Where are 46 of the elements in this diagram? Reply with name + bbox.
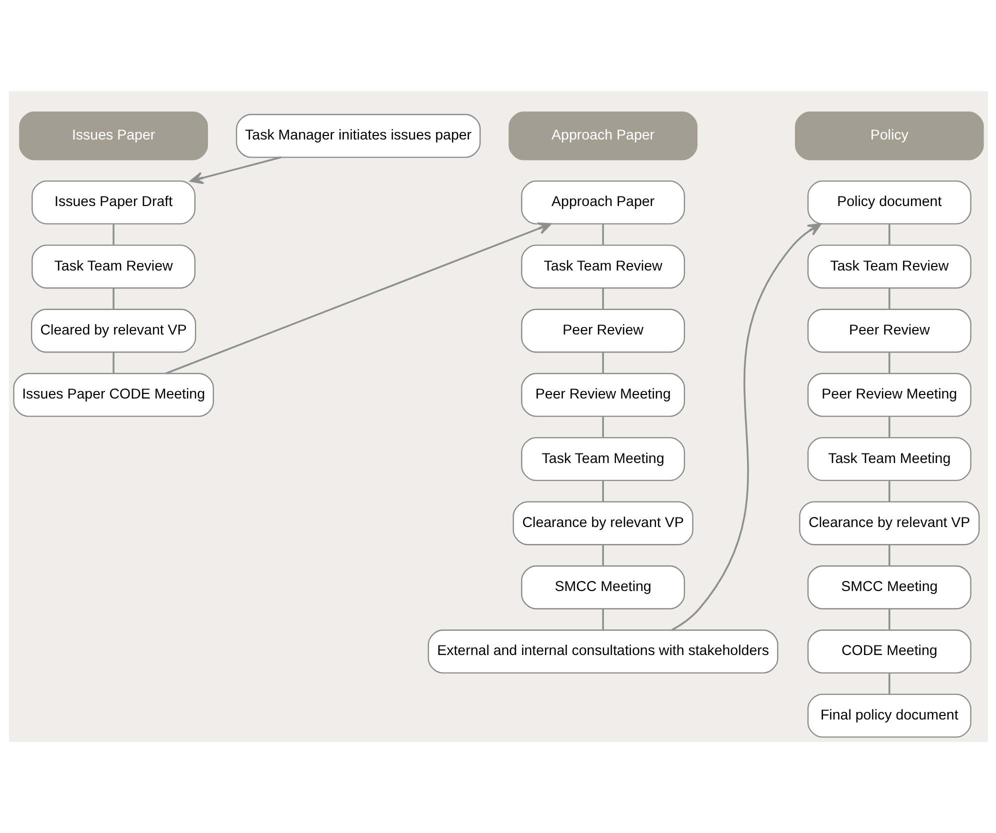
node-box: Approach Paper (508, 112, 697, 160)
node-box: Issues Paper CODE Meeting (12, 372, 214, 417)
connector (602, 480, 604, 502)
node-box: CODE Meeting (806, 630, 971, 674)
node-box: Peer Review Meeting (520, 372, 685, 417)
node-box: Issues Paper Draft (31, 180, 196, 224)
connector (888, 672, 890, 694)
node-box: Peer Review Meeting (806, 372, 971, 417)
node-box: SMCC Meeting (806, 565, 971, 610)
node-box: External and internal consultations with stakeholders (427, 630, 778, 674)
arrow (189, 156, 281, 184)
node-box: Task Team Meeting (806, 437, 971, 482)
connector (602, 224, 604, 245)
connector (602, 608, 604, 630)
node-box: Task Team Review (806, 244, 971, 289)
node-box: Peer Review (806, 308, 971, 353)
connector (112, 288, 114, 310)
node-box: Approach Paper (520, 180, 685, 224)
node-box: Policy document (806, 180, 971, 224)
node-box: Peer Review (520, 308, 685, 353)
connector (112, 224, 114, 245)
node-box: Task Team Review (520, 244, 685, 289)
connector (602, 544, 604, 566)
connector (602, 288, 604, 310)
connector (602, 416, 604, 438)
arrow (165, 222, 552, 374)
node-box: Issues Paper (18, 112, 208, 160)
connector (888, 416, 890, 438)
node-box: Cleared by relevant VP (30, 308, 196, 353)
node-box: Task Team Review (31, 244, 196, 289)
connector (888, 288, 890, 310)
node-box: Final policy document (806, 694, 971, 738)
node-box: SMCC Meeting (520, 565, 685, 610)
connector (888, 224, 890, 245)
connector (602, 352, 604, 374)
node-box: Clearance by relevant VP (512, 501, 693, 546)
connector (888, 480, 890, 502)
arrow (671, 223, 821, 631)
node-box: Task Manager initiates issues paper (235, 114, 480, 158)
connector (888, 352, 890, 374)
node-box: Clearance by relevant VP (798, 501, 980, 546)
connector (112, 352, 114, 374)
connector (888, 608, 890, 630)
connector (888, 544, 890, 566)
node-box: Policy (794, 112, 984, 160)
node-box: Task Team Meeting (520, 437, 685, 482)
